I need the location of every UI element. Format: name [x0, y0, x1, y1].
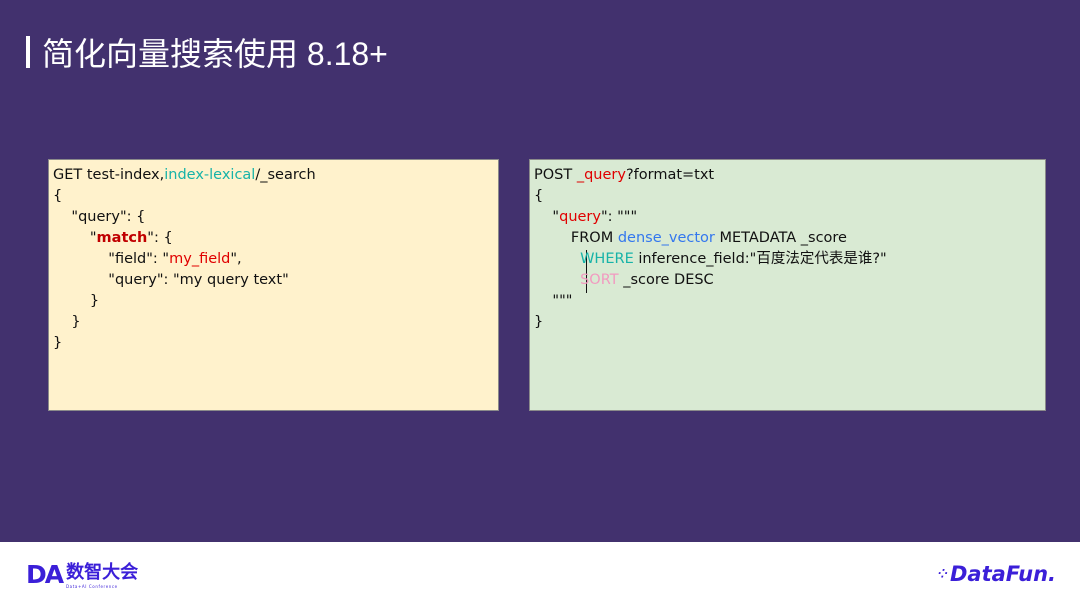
code-token: }: [53, 335, 63, 351]
code-token: "query": "my query text": [53, 272, 289, 288]
code-token: GET test-index,: [53, 167, 165, 183]
code-token: [534, 272, 580, 288]
code-token: }: [534, 314, 544, 330]
code-token: {: [534, 188, 544, 204]
dsl-search-code-block: GET test-index,index-lexical/_search { "q…: [48, 159, 499, 411]
code-line: WHERE inference_field:"百度法定代表是谁?": [534, 249, 1041, 270]
esql-query-code-block: POST _query?format=txt { "query": """ FRO…: [529, 159, 1046, 411]
code-token: }: [53, 293, 100, 309]
code-token: inference_field:"百度法定代表是谁?": [633, 251, 887, 267]
title-bar: [26, 36, 30, 68]
title-text: 简化向量搜索使用 8.18+: [42, 36, 388, 72]
da-logo-subtitle: Data+AI Conference: [66, 584, 118, 589]
code-token: "field": ": [53, 251, 170, 267]
code-token: WHERE: [580, 251, 634, 267]
code-line: """: [534, 291, 1041, 312]
slide: 简化向量搜索使用 8.18+ GET test-index,index-lexi…: [0, 0, 1080, 542]
code-line: "query": """: [534, 207, 1041, 228]
code-token: index-lexical: [164, 167, 256, 183]
da-logo-mark: DA: [26, 560, 64, 589]
code-token: ": {: [147, 230, 173, 246]
code-line: {: [53, 186, 494, 207]
code-line: "match": {: [53, 228, 494, 249]
slide-title: 简化向量搜索使用 8.18+: [26, 30, 388, 74]
da-conference-logo: DA 数智大会 Data+AI Conference: [26, 560, 139, 590]
code-token: """: [534, 293, 573, 309]
datafun-logo-text: DataFun.: [949, 562, 1056, 586]
da-logo-text: 数智大会: [66, 562, 139, 583]
code-line: {: [534, 186, 1041, 207]
code-token: query: [559, 209, 601, 225]
code-token: match: [96, 230, 148, 246]
code-token: POST: [534, 167, 577, 183]
code-token: _score DESC: [618, 272, 714, 288]
code-token: FROM: [534, 230, 618, 246]
code-line: "query": {: [53, 207, 494, 228]
datafun-dots-icon: ⁘: [937, 567, 948, 581]
code-token: {: [53, 188, 63, 204]
code-token: "query": {: [53, 209, 146, 225]
code-token: ",: [230, 251, 242, 267]
footer: [0, 542, 1080, 607]
code-token: SORT: [580, 272, 619, 288]
code-line: }: [53, 312, 494, 333]
code-token: ": """: [600, 209, 638, 225]
code-line: }: [534, 312, 1041, 333]
code-line: SORT _score DESC: [534, 270, 1041, 291]
code-token: METADATA _score: [714, 230, 847, 246]
code-line: "query": "my query text": [53, 270, 494, 291]
code-token: dense_vector: [617, 230, 715, 246]
datafun-logo: ⁘ DataFun.: [938, 562, 1056, 586]
code-token: [534, 251, 580, 267]
code-token: ?format=txt: [625, 167, 715, 183]
code-line: "field": "my_field",: [53, 249, 494, 270]
code-token: ": [53, 230, 97, 246]
code-line: FROM dense_vector METADATA _score: [534, 228, 1041, 249]
code-line: }: [53, 291, 494, 312]
code-token: /_search: [255, 167, 316, 183]
indent-guide: [586, 250, 587, 293]
code-line: POST _query?format=txt: [534, 165, 1041, 186]
code-token: my_field: [169, 251, 231, 267]
code-token: ": [534, 209, 560, 225]
code-line: }: [53, 333, 494, 354]
code-token: _query: [576, 167, 626, 183]
code-line: GET test-index,index-lexical/_search: [53, 165, 494, 186]
code-token: }: [53, 314, 81, 330]
